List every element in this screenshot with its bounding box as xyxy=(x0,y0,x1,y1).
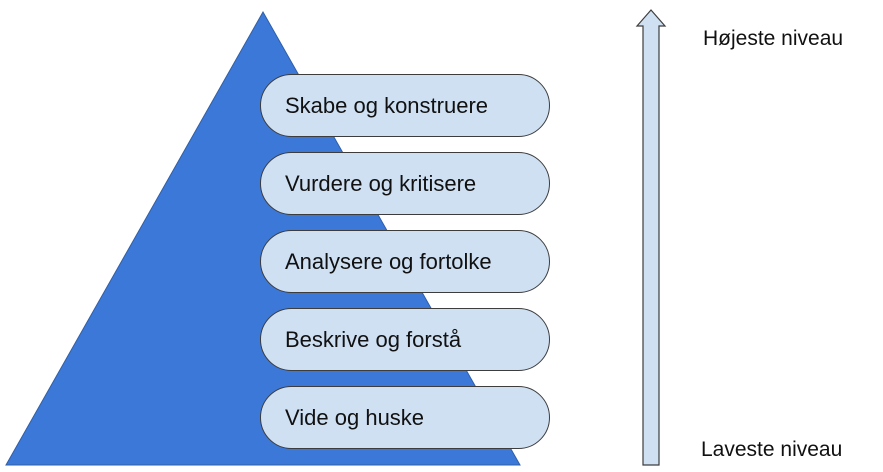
level-pill-4: Beskrive og forstå xyxy=(260,308,550,371)
highest-level-label: Højeste niveau xyxy=(703,27,844,50)
level-pill-5: Vide og huske xyxy=(260,386,550,449)
level-pill-3: Analysere og fortolke xyxy=(260,230,550,293)
level-label: Vurdere og kritisere xyxy=(285,170,477,196)
level-label: Beskrive og forstå xyxy=(285,326,462,352)
level-up-arrow xyxy=(635,9,667,466)
level-label: Vide og huske xyxy=(285,404,425,430)
level-pill-1: Skabe og konstruere xyxy=(260,74,550,137)
level-pill-2: Vurdere og kritisere xyxy=(260,152,550,215)
level-label: Skabe og konstruere xyxy=(285,92,489,118)
lowest-level-label: Laveste niveau xyxy=(701,438,843,461)
level-label: Analysere og fortolke xyxy=(285,248,492,274)
